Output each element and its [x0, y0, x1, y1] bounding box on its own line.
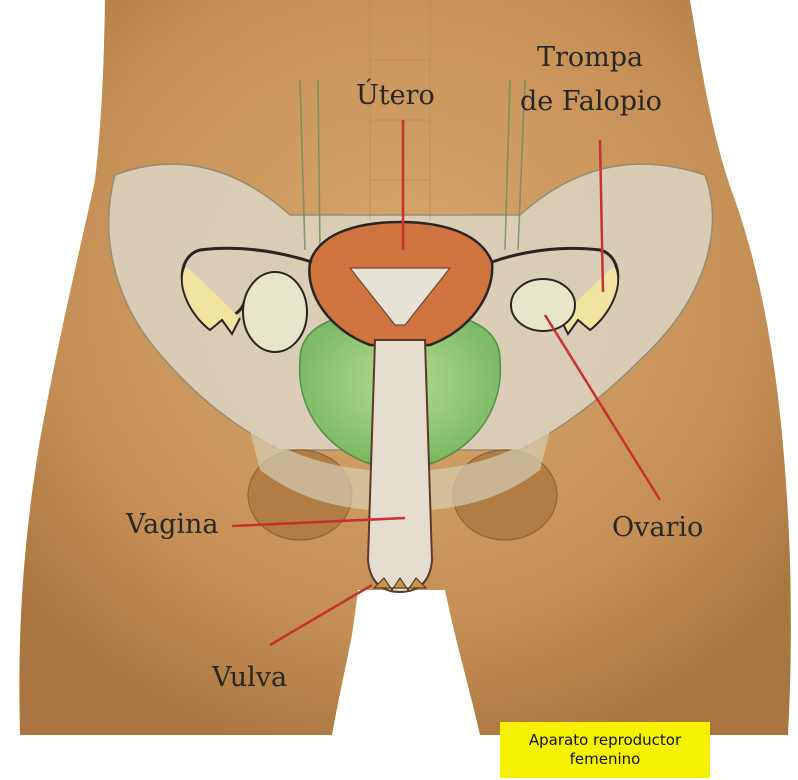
right-ovary	[511, 279, 575, 331]
left-ovary	[243, 272, 307, 352]
vaginal-canal	[368, 340, 432, 592]
label-trompa-line1: Trompa	[537, 44, 643, 71]
label-vulva: Vulva	[212, 664, 287, 691]
label-utero: Útero	[356, 82, 435, 109]
vulva-notch	[374, 578, 426, 590]
caption-line1: Aparato reproductor	[529, 731, 681, 750]
label-ovario: Ovario	[612, 514, 703, 541]
caption-box: Aparato reproductor femenino	[500, 722, 710, 778]
label-vagina: Vagina	[126, 511, 219, 538]
caption-line2: femenino	[570, 750, 641, 769]
label-trompa-line2: de Falopio	[520, 88, 662, 115]
